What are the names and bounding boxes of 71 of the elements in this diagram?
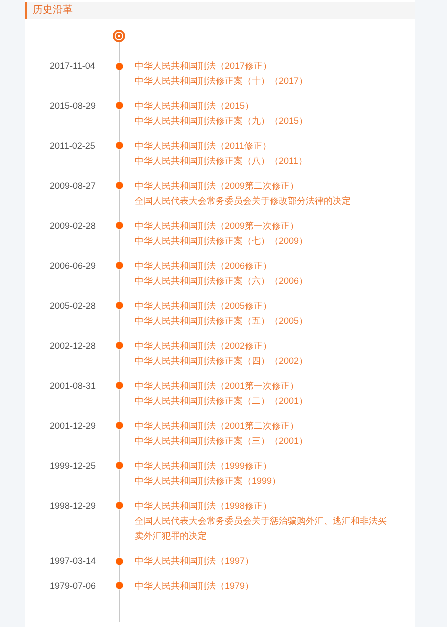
law-link: 中华人民共和国刑法（2017修正） (135, 60, 274, 73)
date-label: 2005-02-28 (50, 300, 96, 312)
timeline-line (119, 42, 120, 64)
timeline-line (119, 589, 120, 622)
law-link: 中华人民共和国刑法（2011修正） (135, 140, 272, 152)
timeline-dot (116, 102, 124, 110)
law-link: 中华人民共和国刑法修正案（九）（2015） (135, 114, 310, 128)
timeline-dot (116, 502, 124, 510)
timeline-line (119, 429, 120, 463)
timeline-line (119, 564, 120, 583)
law-link: 中华人民共和国刑法修正案（三）（2001） (135, 434, 310, 448)
law-link: 中华人民共和国刑法修正案（五）（2005） (135, 314, 310, 328)
timeline-line (119, 109, 120, 143)
timeline-dot (116, 558, 124, 566)
law-link: 中华人民共和国刑法（1998修正） (135, 500, 274, 512)
date-label: 2002-12-28 (50, 340, 96, 352)
law-link: 全国人民代表大会常务委员会关于惩治骗购外汇、逃汇和非法买卖外汇犯罪的决定 (135, 514, 388, 542)
timeline-dot (116, 182, 124, 190)
date-label: 2006-06-29 (50, 260, 96, 272)
timeline-line (119, 70, 120, 103)
timeline-line (119, 229, 120, 263)
date-label: 2001-12-29 (50, 420, 96, 432)
law-link: 中华人民共和国刑法（2015） (135, 100, 256, 112)
timeline-line (119, 269, 120, 303)
date-label: 1997-03-14 (50, 555, 96, 568)
timeline-dot (116, 462, 124, 470)
date-label: 2015-08-29 (50, 100, 96, 112)
timeline-dot (116, 342, 124, 350)
timeline-dot (116, 222, 124, 230)
law-link: 中华人民共和国刑法（2009第一次修正） (135, 220, 300, 232)
timeline-dot (116, 142, 124, 150)
date-label: 2009-08-27 (50, 180, 96, 192)
timeline-line (119, 349, 120, 383)
law-link: 中华人民共和国刑法（2001第二次修正） (135, 420, 300, 432)
timeline-line (119, 469, 120, 503)
timeline-line (119, 509, 120, 558)
date-label: 1979-07-06 (50, 580, 96, 592)
law-link: 中华人民共和国刑法修正案（四）（2002） (135, 354, 310, 368)
timeline-dot (116, 382, 124, 390)
law-link: 中华人民共和国刑法修正案（二）（2001） (135, 394, 310, 408)
timeline-dot (116, 302, 124, 310)
law-link: 中华人民共和国刑法（2002修正） (135, 340, 274, 352)
date-label: 2009-02-28 (50, 220, 96, 232)
timeline-line (119, 309, 120, 343)
timeline-line (119, 389, 120, 423)
law-link: 全国人民代表大会常务委员会关于修改部分法律的决定 (135, 194, 352, 208)
law-link: 中华人民共和国刑法（1997） (135, 555, 256, 568)
law-link: 中华人民共和国刑法修正案（六）（2006） (135, 274, 310, 288)
date-label: 2001-08-31 (50, 380, 96, 392)
timeline-dot (116, 62, 124, 70)
timeline-dot (116, 582, 124, 590)
law-link: 中华人民共和国刑法修正案（1999） (135, 474, 282, 488)
start-marker (113, 30, 126, 42)
timeline-line (119, 189, 120, 223)
timeline-line (119, 149, 120, 183)
law-link: 中华人民共和国刑法（2009第二次修正） (135, 180, 300, 192)
law-link: 中华人民共和国刑法（1999修正） (135, 460, 274, 472)
date-label: 2011-02-25 (50, 140, 96, 152)
law-link: 中华人民共和国刑法（2005修正） (135, 300, 274, 312)
date-label: 1999-12-25 (50, 460, 96, 472)
law-link: 中华人民共和国刑法（1979） (135, 580, 256, 592)
law-link: 中华人民共和国刑法修正案（八）（2011） (135, 154, 308, 168)
section-title: 历史沿革 (25, 2, 415, 19)
timeline-dot (116, 422, 124, 430)
law-link: 中华人民共和国刑法（2006修正） (135, 260, 274, 272)
date-label: 2017-11-04 (50, 60, 96, 73)
timeline-dot (116, 262, 124, 270)
date-label: 1998-12-29 (50, 500, 96, 512)
law-link: 中华人民共和国刑法修正案（十）（2017） (135, 75, 310, 88)
law-link: 中华人民共和国刑法（2001第一次修正） (135, 380, 300, 392)
law-link: 中华人民共和国刑法修正案（七）（2009） (135, 234, 310, 248)
